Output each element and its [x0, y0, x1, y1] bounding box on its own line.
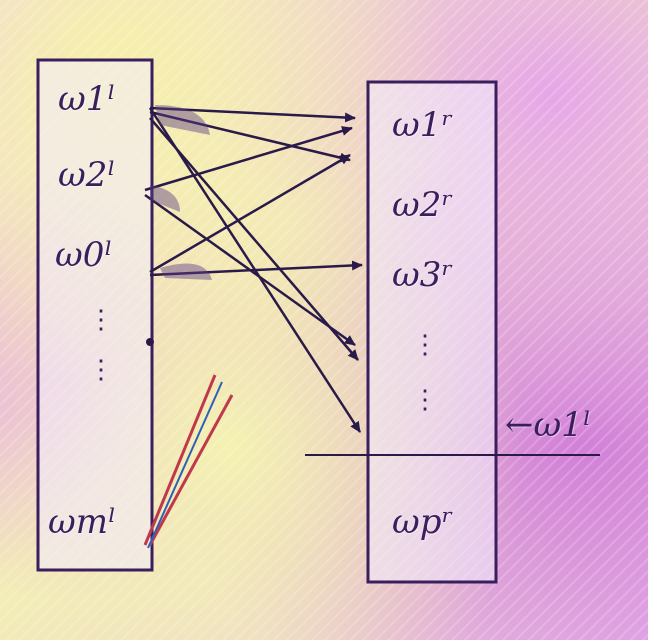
left-label-w2: ω2ˡ: [58, 155, 116, 195]
angle-mark-w0: [160, 263, 212, 280]
blue-stroke: [147, 381, 223, 549]
arrow-w1l-w2r: [149, 110, 351, 163]
right-label-w3: ω3ʳ: [392, 255, 454, 295]
arrow-w2l-w1r: [144, 126, 353, 192]
arrow-w0l-w3r: [149, 260, 363, 277]
right-label-w1: ω1ʳ: [392, 105, 454, 145]
left-label-w1: ω1ˡ: [58, 79, 116, 119]
right-label-w2: ω2ʳ: [392, 185, 454, 225]
outside-label: ←ω1ˡ: [505, 405, 592, 445]
left-label-wm: ωmˡ: [48, 502, 117, 542]
right-label-wp: ωpʳ: [392, 502, 454, 542]
left-dots-2: ⋮: [88, 355, 114, 385]
arrow-w0l-w2r: [149, 153, 351, 274]
right-column-box: [366, 80, 498, 584]
right-dots: ⋮: [412, 330, 438, 360]
angle-mark-w2: [150, 185, 180, 212]
arrow-w1l-w1r: [149, 106, 356, 123]
left-column-box: [36, 58, 154, 572]
right-dots-2: ⋮: [412, 385, 438, 415]
red-stroke-2: [148, 394, 234, 546]
left-dots: ⋮: [88, 305, 114, 335]
arrow-w1l-w3r-down: [149, 117, 359, 361]
left-edge-dot: [146, 338, 154, 346]
angle-mark-w1: [155, 105, 210, 135]
left-label-w0: ω0ˡ: [55, 235, 113, 275]
red-stroke: [143, 374, 217, 546]
